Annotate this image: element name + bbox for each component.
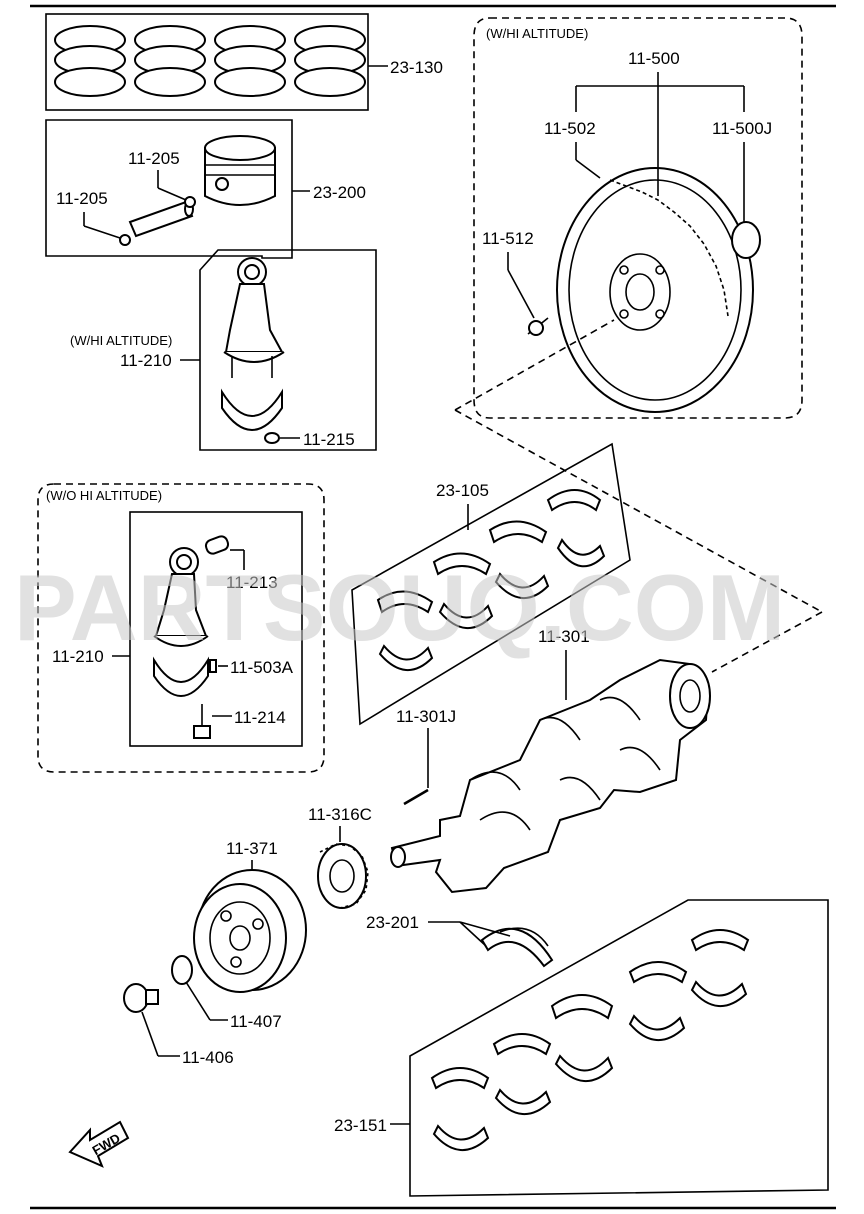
group-label-hi-altitude: (W/HI ALTITUDE) <box>70 333 172 348</box>
label-11-502[interactable]: 11-502 <box>544 119 596 138</box>
pilot-bearing[interactable] <box>731 221 761 259</box>
small-end-bushing[interactable] <box>204 535 230 556</box>
crank-key[interactable] <box>403 788 429 806</box>
label-11-407[interactable]: 11-407 <box>230 1012 282 1031</box>
label-11-500J[interactable]: 11-500J <box>712 119 772 138</box>
bearing-shell[interactable] <box>438 602 494 630</box>
rod-bolt[interactable] <box>193 704 211 739</box>
dowel-pin[interactable] <box>209 659 217 673</box>
bearing-shell[interactable] <box>554 1054 614 1083</box>
label-11-210[interactable]: 11-210 <box>52 647 104 666</box>
rod-nut[interactable] <box>264 432 280 444</box>
label-23-200[interactable]: 23-200 <box>313 183 366 202</box>
label-23-201[interactable]: 23-201 <box>366 913 419 932</box>
label-11-512[interactable]: 11-512 <box>482 229 534 248</box>
group-label-hi-altitude-flywheel: (W/HI ALTITUDE) <box>486 26 588 41</box>
label-11-371[interactable]: 11-371 <box>226 839 278 858</box>
main-bearings-upper-group: 23-105 <box>351 442 631 726</box>
pulley-bolt[interactable] <box>123 983 159 1013</box>
bearing-shell[interactable] <box>546 489 602 512</box>
label-11-213[interactable]: 11-213 <box>226 573 278 592</box>
group-label-no-hi-altitude: (W/O HI ALTITUDE) <box>46 488 162 503</box>
label-23-130[interactable]: 23-130 <box>390 58 443 77</box>
piston-ring-set[interactable] <box>54 25 126 97</box>
bearing-shell[interactable] <box>494 1088 552 1116</box>
label-11-500[interactable]: 11-500 <box>628 49 680 68</box>
label-11-316C[interactable]: 11-316C <box>308 805 372 824</box>
thrust-bearing[interactable] <box>480 927 554 968</box>
conrod-hi-altitude-group: (W/HI ALTITUDE) 11-210 11-215 <box>70 249 377 451</box>
crank-pulley[interactable] <box>193 869 307 993</box>
fwd-arrow-icon: FWD <box>68 1120 130 1168</box>
piston-rings-group: 23-130 <box>45 13 443 111</box>
label-11-205[interactable]: 11-205 <box>56 189 108 208</box>
bearing-shell[interactable] <box>432 552 492 576</box>
main-bearings-lower-group: 23-151 <box>334 899 829 1197</box>
bearing-shell[interactable] <box>432 1124 490 1152</box>
piston-group: 11-205 11-205 23-200 <box>45 119 366 259</box>
piston-ring-set[interactable] <box>134 25 206 97</box>
bearing-shell[interactable] <box>378 644 434 672</box>
bearing-shell[interactable] <box>492 1033 552 1056</box>
bearing-shell[interactable] <box>488 520 548 544</box>
alignment-line <box>454 409 823 613</box>
pulley-washer[interactable] <box>171 955 193 985</box>
conrod-no-hi-altitude-group: (W/O HI ALTITUDE) 11-213 11-210 11-503A … <box>37 483 325 773</box>
label-11-406[interactable]: 11-406 <box>182 1048 234 1067</box>
label-11-301[interactable]: 11-301 <box>538 627 590 646</box>
bearing-shell[interactable] <box>556 538 606 568</box>
bearing-shell[interactable] <box>690 980 748 1008</box>
connecting-rod[interactable] <box>153 547 209 647</box>
label-23-151[interactable]: 23-151 <box>334 1116 387 1135</box>
snap-ring[interactable] <box>119 234 131 246</box>
alignment-line <box>711 611 823 673</box>
crank-sprocket[interactable] <box>317 843 369 909</box>
bearing-shell[interactable] <box>494 572 550 600</box>
piston[interactable] <box>204 135 276 206</box>
label-23-105[interactable]: 23-105 <box>436 481 489 500</box>
label-11-214[interactable]: 11-214 <box>234 708 286 727</box>
label-11-301J[interactable]: 11-301J <box>396 707 456 726</box>
bearing-shell[interactable] <box>628 961 688 984</box>
label-11-205[interactable]: 11-205 <box>128 149 180 168</box>
rod-cap[interactable] <box>153 656 209 697</box>
label-11-215[interactable]: 11-215 <box>303 430 355 449</box>
bearing-shell[interactable] <box>550 994 614 1020</box>
rod-cap[interactable] <box>221 388 283 431</box>
alignment-line <box>454 319 615 411</box>
label-11-210[interactable]: 11-210 <box>120 351 172 370</box>
snap-ring[interactable] <box>184 196 196 208</box>
flywheel[interactable] <box>556 167 754 413</box>
piston-pin[interactable] <box>128 200 194 238</box>
piston-ring-set[interactable] <box>214 25 286 97</box>
crankshaft[interactable] <box>390 658 711 894</box>
flywheel-bolt[interactable] <box>527 317 549 336</box>
connecting-rod[interactable] <box>223 257 285 378</box>
bearing-shell[interactable] <box>430 1067 490 1090</box>
piston-ring-set[interactable] <box>294 25 366 97</box>
bearing-shell[interactable] <box>628 1014 686 1042</box>
bearing-shell[interactable] <box>690 929 750 952</box>
flywheel-group: (W/HI ALTITUDE) 11-500 11-502 11-500J <box>473 17 803 419</box>
watermark: PARTSOUQ.COM <box>14 555 785 660</box>
bearing-shell[interactable] <box>376 590 434 614</box>
label-11-503A[interactable]: 11-503A <box>230 658 294 677</box>
